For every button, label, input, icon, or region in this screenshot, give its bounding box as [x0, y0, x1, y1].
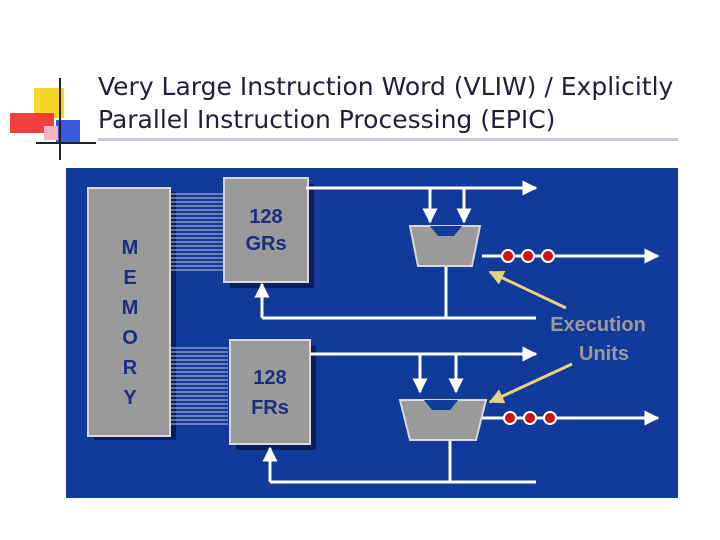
slide-logo — [10, 78, 96, 160]
logo-pink-block — [44, 126, 58, 140]
memory-letter-1: M — [122, 237, 139, 259]
lower-ellipsis-dot-1 — [503, 411, 517, 425]
lower-ellipsis-dot-2 — [523, 411, 537, 425]
lower-ellipsis-dot-3 — [543, 411, 557, 425]
execution-unit-lower-notch — [424, 400, 458, 410]
memory-letter-4: O — [122, 327, 138, 349]
upper-ellipsis-dot-1 — [501, 249, 515, 263]
memory-bus-lower — [170, 347, 228, 425]
execution-units-label-line-2: Units — [579, 343, 629, 365]
title-underline — [98, 138, 678, 141]
slide-title: Very Large Instruction Word (VLIW) / Exp… — [98, 70, 698, 136]
fr-label-name: FRs — [251, 397, 289, 419]
logo-red-block — [10, 113, 54, 133]
gr-label-name: GRs — [245, 233, 286, 255]
slide-title-line-2: Parallel Instruction Processing (EPIC) — [98, 105, 556, 134]
memory-letter-3: M — [122, 297, 139, 319]
memory-letter-2: E — [123, 267, 136, 289]
execution-annotation-arrow-lower — [488, 362, 573, 404]
gr-label-count: 128 — [249, 206, 282, 228]
slide-title-line-1: Very Large Instruction Word (VLIW) / Exp… — [98, 72, 674, 101]
fr-label-count: 128 — [253, 367, 286, 389]
execution-units-label-line-1: Execution — [550, 314, 646, 336]
execution-unit-upper-notch — [430, 226, 462, 236]
memory-box — [87, 187, 171, 437]
vliw-epic-diagram: M E M O R Y 128 GRs 128 FRs — [66, 168, 678, 498]
fr-register-box — [229, 339, 311, 445]
memory-bus-upper — [170, 193, 224, 271]
upper-ellipsis-dot-2 — [521, 249, 535, 263]
memory-letter-6: Y — [123, 387, 137, 409]
execution-annotation-arrow-upper — [488, 270, 567, 310]
upper-ellipsis-dot-3 — [541, 249, 555, 263]
memory-letter-5: R — [123, 357, 138, 379]
gr-register-box — [223, 177, 309, 283]
